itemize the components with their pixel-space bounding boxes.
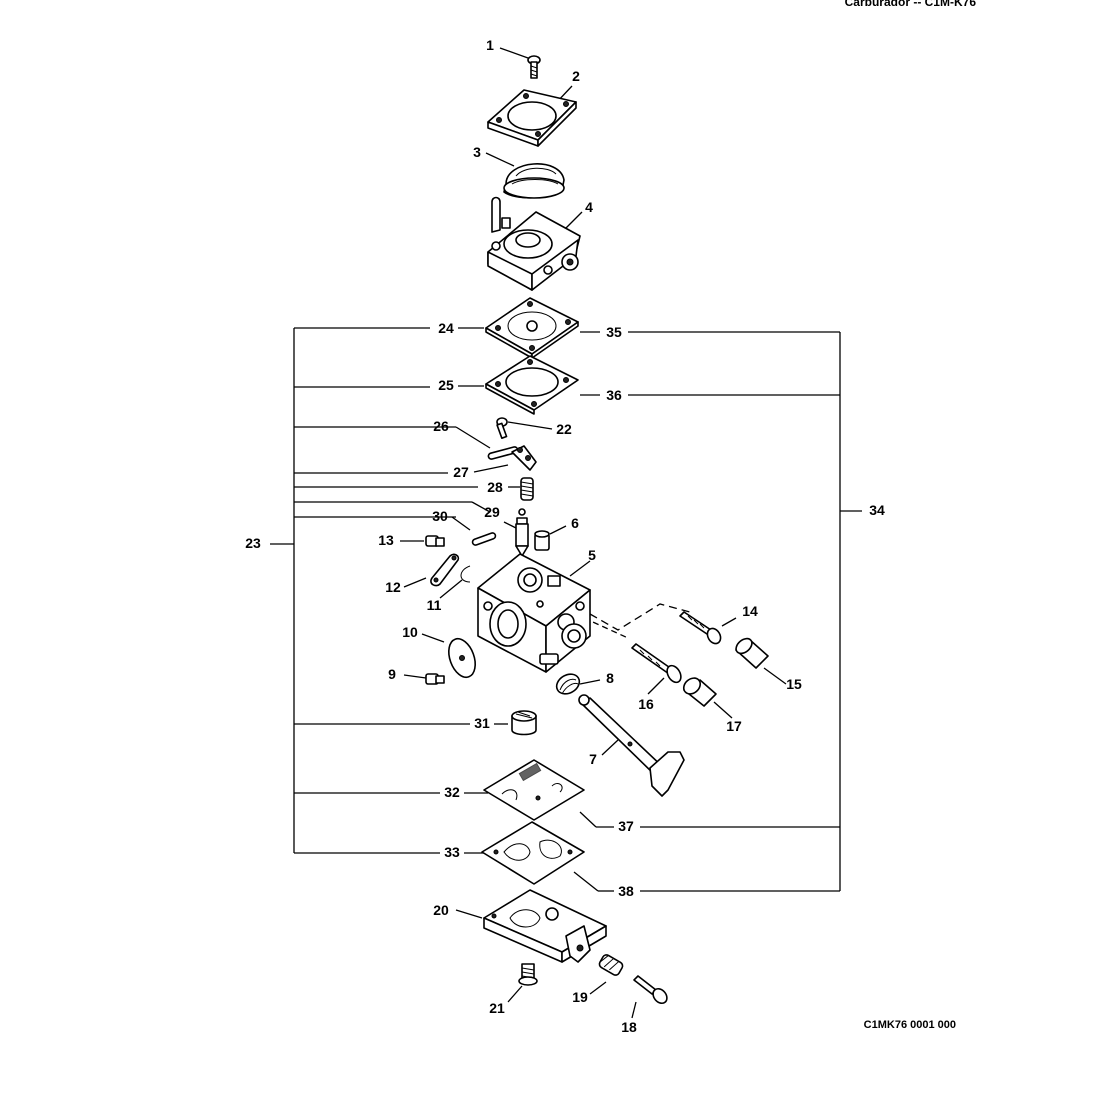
diagram-title: Carburador -- C1M-K76 (845, 0, 977, 9)
part-8-spring (555, 673, 581, 695)
part-21-screw (518, 963, 538, 986)
callout-10: 10 (402, 624, 418, 640)
part-28-spring (520, 477, 534, 501)
callout-15: 15 (786, 676, 802, 692)
callout-22: 22 (556, 421, 572, 437)
part-33-gasket (481, 821, 585, 885)
bracket-23 (270, 327, 491, 854)
part-4-pump-body (487, 196, 581, 291)
callout-31: 31 (474, 715, 490, 731)
part-5-carburetor-body (477, 553, 591, 673)
part-30-pin (471, 532, 497, 546)
callout-7: 7 (589, 751, 597, 767)
callout-5: 5 (588, 547, 596, 563)
part-27-metering-lever (511, 445, 537, 471)
callout-14: 14 (742, 603, 758, 619)
part-14-adjusting-screw (679, 611, 722, 645)
callout-32: 32 (444, 784, 460, 800)
callout-17: 17 (726, 718, 742, 734)
part-7-throttle-shaft (578, 694, 685, 797)
part-25-gasket (485, 355, 579, 415)
callout-34: 34 (869, 502, 885, 518)
callout-8: 8 (606, 670, 614, 686)
callout-21: 21 (489, 1000, 505, 1016)
part-16-adjusting-screw (631, 643, 682, 684)
callout-25: 25 (438, 377, 454, 393)
part-29-needle-valve (515, 508, 529, 557)
part-18-screw (633, 975, 668, 1005)
callout-3: 3 (473, 144, 481, 160)
part-31-filter-screen (511, 710, 537, 736)
callout-16: 16 (638, 696, 654, 712)
callout-29: 29 (484, 504, 500, 520)
bracket-34 (628, 331, 862, 892)
callout-26: 26 (433, 418, 449, 434)
callout-20: 20 (433, 902, 449, 918)
callout-12: 12 (385, 579, 401, 595)
callout-18: 18 (621, 1019, 637, 1035)
callout-19: 19 (572, 989, 588, 1005)
callout-37: 37 (618, 818, 634, 834)
callout-labels: 1 2 3 4 5 6 7 8 9 10 11 12 13 14 15 16 1… (245, 37, 885, 1035)
part-13-screw (425, 535, 445, 547)
callout-11: 11 (427, 597, 442, 613)
callout-1: 1 (486, 37, 494, 53)
part-15-cap (735, 637, 769, 669)
leader-lines (400, 47, 787, 1019)
callout-9: 9 (388, 666, 396, 682)
figure-code: C1MK76 0001 000 (864, 1019, 956, 1031)
part-20-metering-cover (483, 889, 607, 963)
part-19-spring (598, 954, 624, 976)
part-9-screw (425, 673, 445, 685)
callout-36: 36 (606, 387, 622, 403)
callout-38: 38 (618, 883, 634, 899)
part-10-throttle-plate (448, 637, 476, 679)
part-22-screw (496, 417, 508, 440)
callout-13: 13 (378, 532, 394, 548)
callout-24: 24 (438, 320, 454, 336)
part-6-plug (534, 530, 550, 551)
callout-4: 4 (585, 199, 593, 215)
callout-2: 2 (572, 68, 580, 84)
callout-28: 28 (487, 479, 503, 495)
part-12-lever (430, 553, 460, 587)
part-17-cap (682, 677, 717, 707)
part-32-metering-diaphragm (483, 759, 585, 821)
callout-35: 35 (606, 324, 622, 340)
part-24-diaphragm (485, 297, 579, 359)
callout-33: 33 (444, 844, 460, 860)
callout-23: 23 (245, 535, 261, 551)
part-1-screw (527, 55, 541, 79)
callout-27: 27 (453, 464, 469, 480)
part-2-cover-plate (487, 89, 577, 147)
callout-30: 30 (432, 508, 448, 524)
part-11-clip (460, 565, 471, 583)
callout-6: 6 (571, 515, 579, 531)
part-3-primer-bulb (503, 163, 565, 199)
